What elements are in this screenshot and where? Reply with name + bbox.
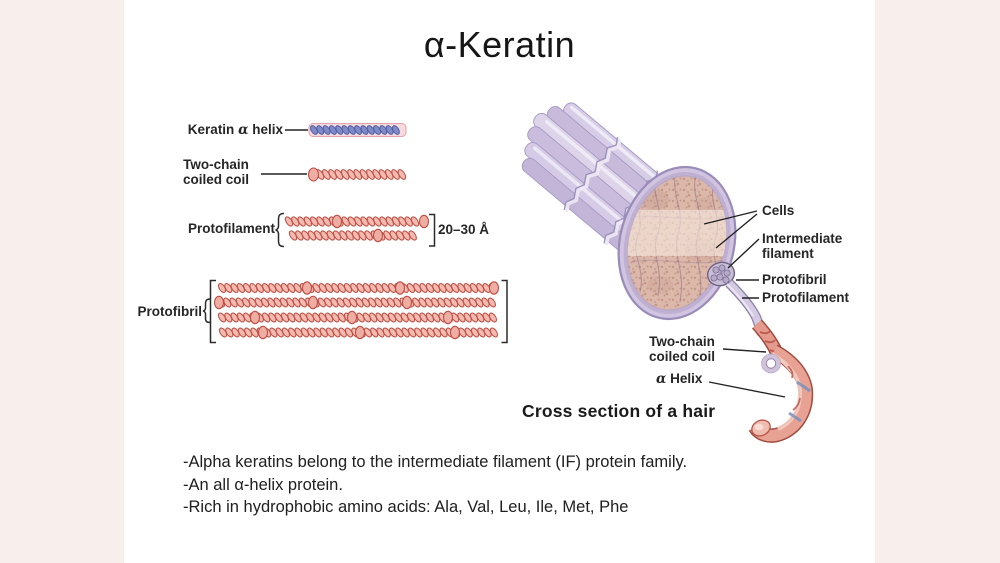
alpha-glyph: α <box>238 122 249 138</box>
two-chain-coiled-coil-label-left: Two-chain coiled coil <box>173 157 259 187</box>
two-chain-right-line2: coiled coil <box>648 349 716 364</box>
intermediate-filament-line1: Intermediate <box>762 231 843 246</box>
intermediate-filament-label: Intermediate filament <box>762 231 842 261</box>
cross-section-caption: Cross section of a hair <box>522 401 716 421</box>
protofibril-blob <box>706 261 736 287</box>
protofilament-label-right: Protofilament <box>762 290 850 305</box>
cells-label: Cells <box>762 203 795 218</box>
left-margin-band <box>0 0 124 563</box>
two-chain-right-line1: Two-chain <box>649 334 715 349</box>
bullet-line: -An all α-helix protein. <box>183 475 343 494</box>
protofibril-label-right: Protofibril <box>762 272 827 287</box>
page-title: α-Keratin <box>423 24 576 65</box>
protofilament-dimension-label: 20–30 Å <box>438 222 490 237</box>
keratin-helix-label: Keratin α helix <box>160 122 283 138</box>
two-chain-line1: Two-chain <box>183 157 249 172</box>
two-chain-line2: coiled coil <box>182 172 250 187</box>
alpha-helix-label: α Helix <box>656 371 702 387</box>
hair-shaft-graphic <box>521 102 814 443</box>
protofibril-label-left: Protofibril <box>137 304 203 319</box>
alpha-helix-label-suffix: Helix <box>670 371 703 386</box>
bullet-line: -Rich in hydrophobic amino acids: Ala, V… <box>183 498 629 516</box>
two-chain-coiled-coil-label-right: Two-chain coiled coil <box>642 334 722 364</box>
alpha-glyph: α <box>656 371 667 387</box>
protofilament-label-left: Protofilament <box>187 221 275 236</box>
bullet-text-block: -Alpha keratins belong to the intermedia… <box>183 451 687 519</box>
right-margin-band <box>875 0 1000 563</box>
bullet-line: -Alpha keratins belong to the intermedia… <box>183 453 688 471</box>
intermediate-filament-line2: filament <box>762 246 814 261</box>
keratin-helix-label-suffix: helix <box>252 122 283 137</box>
keratin-helix-label-prefix: Keratin <box>187 122 235 137</box>
keratin-hierarchy-graphic <box>202 123 508 344</box>
leader-lines <box>261 129 786 398</box>
